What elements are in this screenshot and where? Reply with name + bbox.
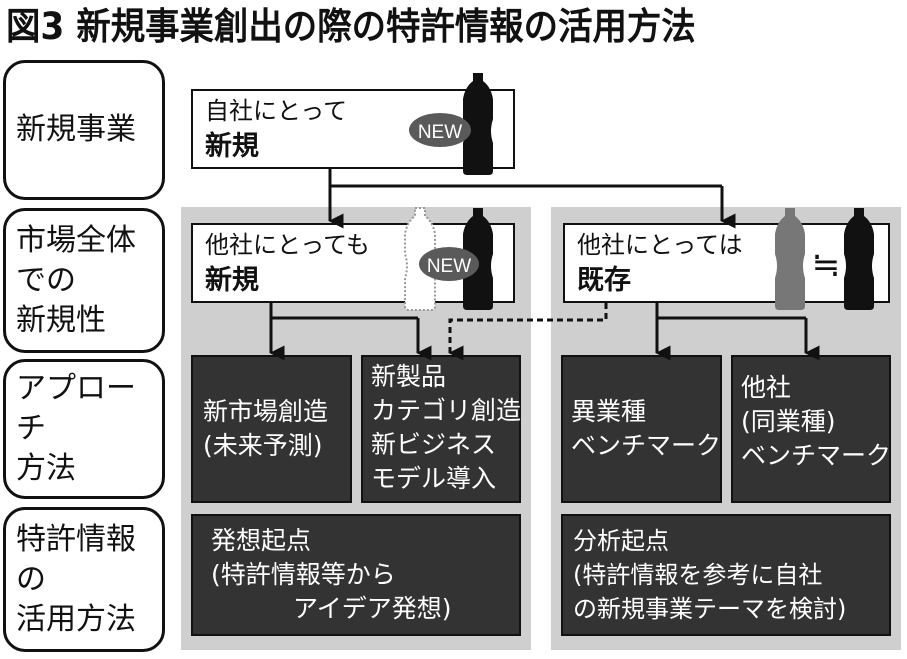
top-box-line2: 新規: [205, 131, 259, 162]
row-label-patent-use: 特許情報の 活用方法: [3, 507, 165, 652]
approach-line: 他社: [741, 373, 792, 402]
patent-use-idea-origin: 発想起点 (特許情報等から アイデア発想): [191, 514, 521, 636]
approach-line: 新市場創造: [203, 397, 329, 426]
bottle-dark-icon: [463, 73, 493, 175]
figure-title: 図3 新規事業創出の際の特許情報の活用方法: [6, 5, 696, 48]
row-label-line: 市場全体: [16, 222, 136, 258]
bottle-dark-icon: [844, 208, 874, 310]
approach-line: ベンチマーク: [741, 441, 892, 470]
left-novelty-line2: 新規: [205, 265, 259, 296]
row-label-line: 活用方法: [16, 601, 136, 637]
bottle-gray-icon: [775, 208, 805, 310]
left-novelty-line1: 他社にとっても: [205, 231, 370, 259]
approach-competitor-benchmark: 他社 (同業種) ベンチマーク: [731, 355, 891, 503]
patent-use-line: 分析起点: [573, 527, 669, 555]
row-label-line: 特許情報の: [16, 521, 136, 597]
bottle-dark-icon: [463, 208, 493, 310]
connector-lines: [269, 169, 820, 361]
approach-line: モデル導入: [371, 464, 497, 493]
right-novelty-line2: 既存: [577, 265, 631, 296]
approach-line: 新ビジネス: [371, 430, 497, 459]
patent-use-line: 発想起点: [211, 526, 312, 555]
approach-line: (未来予測): [203, 431, 323, 460]
right-novelty-line1: 他社にとっては: [577, 231, 743, 259]
patent-use-line: アイデア発想): [293, 594, 452, 623]
row-label-line: 新規事業: [16, 112, 136, 147]
row-label-approach: アプローチ 方法: [3, 359, 165, 499]
approach-new-market: 新市場創造 (未来予測): [191, 355, 352, 503]
row-label-market-novelty: 市場全体 での 新規性: [3, 208, 165, 353]
approach-new-category: 新製品 カテゴリ創造 新ビジネス モデル導入: [361, 355, 521, 503]
approach-line: (同業種): [741, 407, 836, 436]
dashed-arrow-existing-to-new-category: [448, 303, 608, 361]
new-badge-top: [409, 113, 471, 147]
approach-line: ベンチマーク: [571, 431, 722, 460]
approach-line: 異業種: [571, 397, 647, 426]
right-novelty-box: 他社にとっては 既存: [563, 223, 890, 303]
new-badge-top-text: NEW: [418, 122, 462, 143]
row-label-line: 方法: [16, 451, 76, 486]
patent-use-line: (特許情報等から: [211, 560, 396, 589]
row-label-new-business: 新規事業: [3, 60, 165, 200]
new-badge-left-text: NEW: [427, 256, 471, 277]
new-badge-left: [419, 247, 479, 281]
approach-line: 新製品: [371, 362, 447, 391]
bottle-outline-icon: [404, 207, 436, 311]
approx-equal-icon: ≒: [812, 245, 841, 285]
row-label-line: 新規性: [16, 302, 106, 338]
row-label-line: アプローチ: [16, 371, 136, 446]
approach-line: カテゴリ創造: [371, 396, 522, 425]
row-label-line: での: [16, 262, 76, 298]
approach-cross-industry-benchmark: 異業種 ベンチマーク: [561, 355, 722, 503]
patent-use-analysis-origin: 分析起点 (特許情報を参考に自社 の新規事業テーマを検討): [561, 514, 891, 636]
top-box-line1: 自社にとって: [205, 97, 348, 125]
patent-use-line: (特許情報を参考に自社: [573, 561, 823, 589]
patent-use-line: の新規事業テーマを検討): [573, 595, 847, 623]
